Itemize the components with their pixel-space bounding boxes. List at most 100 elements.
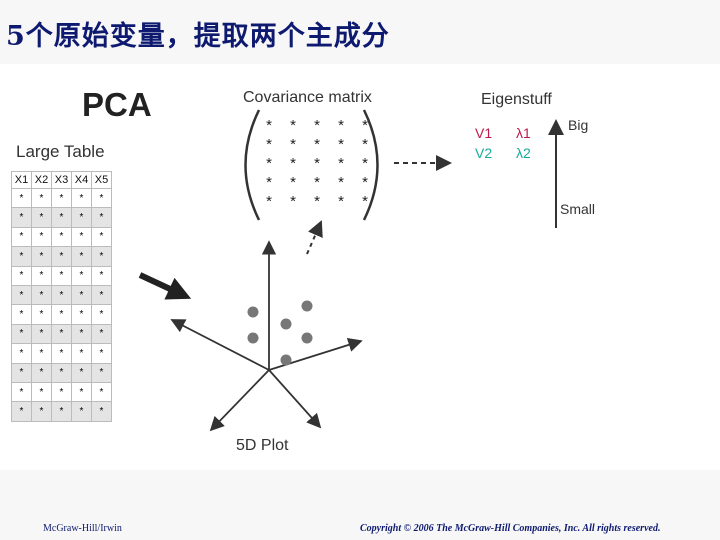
matrix-entry: * (338, 117, 344, 134)
plot-point (301, 332, 313, 344)
plot-axis-down-right (268, 369, 322, 429)
table-cell: * (11, 226, 32, 248)
dashed-arrow-to-cov (306, 220, 323, 255)
table-header-5: X5 (91, 171, 112, 189)
table-cell: * (91, 265, 112, 286)
eigenstuff-label: Eigenstuff (481, 91, 552, 108)
large-table-label: Large Table (16, 142, 105, 161)
table-cell: * (31, 226, 52, 248)
table-cell: * (51, 226, 72, 248)
pca-label: PCA (82, 86, 152, 123)
table-cell: * (71, 343, 92, 364)
table-cell: * (31, 401, 52, 422)
matrix-entry: * (314, 155, 320, 172)
plot-point (301, 300, 313, 312)
diagram-canvas (0, 68, 720, 468)
table-cell: * (91, 362, 112, 383)
table-cell: * (71, 323, 92, 345)
table-cell: * (51, 284, 72, 306)
matrix-entry: * (338, 193, 344, 210)
matrix-entry: * (362, 174, 368, 191)
covariance-label: Covariance matrix (243, 89, 372, 106)
big-label: Big (568, 117, 589, 133)
5d-plot-label: 5D Plot (236, 437, 289, 454)
table-row: ***** (11, 207, 112, 228)
matrix-entry: * (338, 174, 344, 191)
matrix-entry: * (290, 193, 296, 210)
eigenvalue-lambda1: λ1 (516, 125, 531, 141)
matrix-entry: * (314, 136, 320, 153)
table-cell: * (31, 343, 52, 364)
matrix-entry: * (314, 174, 320, 191)
table-cell: * (91, 226, 112, 248)
matrix-entry: * (266, 136, 272, 153)
table-cell: * (71, 304, 92, 325)
table-cell: * (31, 323, 52, 345)
matrix-entry: * (266, 155, 272, 172)
table-header-4: X4 (71, 171, 92, 189)
small-label: Small (560, 201, 596, 217)
plot-point (247, 332, 259, 344)
matrix-entry: * (290, 117, 296, 134)
footer-bar (0, 470, 720, 540)
table-cell: * (91, 187, 112, 209)
table-row: ***** (11, 381, 112, 403)
table-cell: * (31, 381, 52, 403)
table-header-2: X2 (31, 171, 52, 189)
matrix-entry: * (266, 117, 272, 134)
matrix-entry: * (266, 193, 272, 210)
table-cell: * (51, 187, 72, 209)
table-cell: * (71, 187, 92, 209)
matrix-entry: * (362, 193, 368, 210)
thick-arrow (138, 272, 192, 300)
right-bracket (362, 109, 379, 221)
table-cell: * (31, 207, 52, 228)
table-row: ***** (11, 226, 112, 248)
matrix-entry: * (362, 117, 368, 134)
table-cell: * (91, 284, 112, 306)
plot-point (247, 306, 259, 318)
title-bar (0, 0, 720, 64)
footer-copyright: Copyright © 2006 The McGraw-Hill Compani… (360, 523, 661, 534)
table-cell: * (51, 207, 72, 228)
table-cell: * (51, 265, 72, 286)
table-cell: * (71, 265, 92, 286)
matrix-entry: * (362, 136, 368, 153)
table-row: ***** (11, 323, 112, 345)
table-cell: * (51, 304, 72, 325)
plot-point (280, 318, 292, 330)
eigenvalue-lambda2: λ2 (516, 145, 531, 161)
plot-axis-down-left (209, 369, 270, 432)
matrix-entry: * (266, 174, 272, 191)
matrix-entry: * (290, 136, 296, 153)
table-row: ***** (11, 187, 112, 209)
table-cell: * (31, 246, 52, 267)
plot-point (280, 354, 292, 366)
table-cell: * (91, 323, 112, 345)
eigenvector-v2: V2 (475, 145, 493, 161)
table-cell: * (91, 207, 112, 228)
plot-axis-right (268, 337, 363, 371)
covariance-matrix: * * * * * * * * * * * * * * * * * * * * * * * * * (257, 117, 377, 212)
matrix-entry: * (338, 136, 344, 153)
matrix-entry: * (290, 155, 296, 172)
table-cell: * (91, 343, 112, 364)
matrix-entry: * (362, 155, 368, 172)
table-cell: * (11, 323, 32, 345)
table-cell: * (91, 401, 112, 422)
table-cell: * (31, 187, 52, 209)
matrix-entry: * (314, 117, 320, 134)
matrix-entry: * (338, 155, 344, 172)
eigenvector-v1: V1 (475, 125, 493, 141)
table-row: ***** (11, 401, 112, 422)
table-cell: * (91, 246, 112, 267)
table-row: ***** (11, 304, 112, 325)
left-bracket (244, 109, 261, 221)
matrix-entry: * (314, 193, 320, 210)
footer-publisher: McGraw-Hill/Irwin (43, 523, 122, 534)
plot-axis-left (170, 319, 270, 371)
table-cell: * (51, 343, 72, 364)
matrix-entry: * (290, 174, 296, 191)
